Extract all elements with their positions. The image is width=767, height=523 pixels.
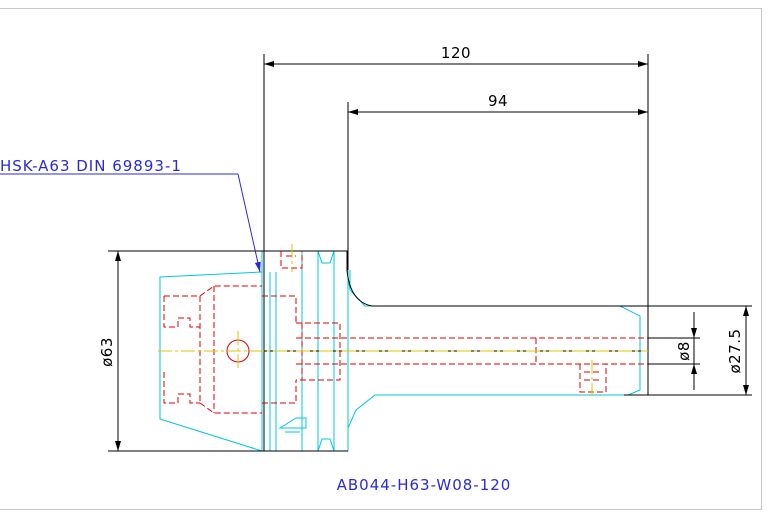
profile-lines — [108, 54, 752, 452]
dim-27-5-label: ø27.5 — [726, 328, 744, 373]
dim-8-label: ø8 — [675, 341, 693, 361]
hsk-callout: HSK-A63 DIN 69893-1 — [0, 157, 261, 273]
dimension-lines — [115, 61, 749, 451]
dim-63-label: ø63 — [98, 337, 116, 367]
center-lines — [158, 244, 648, 396]
dim-120-label: 120 — [441, 44, 471, 62]
drawing-border — [0, 8, 762, 510]
dim-94-label: 94 — [488, 92, 508, 110]
callout-label: HSK-A63 DIN 69893-1 — [0, 157, 182, 175]
hidden-lines — [163, 251, 648, 414]
part-number-label: AB044-H63-W08-120 — [337, 476, 512, 494]
dimension-labels: 120 94 ø63 ø8 ø27.5 — [98, 44, 744, 374]
